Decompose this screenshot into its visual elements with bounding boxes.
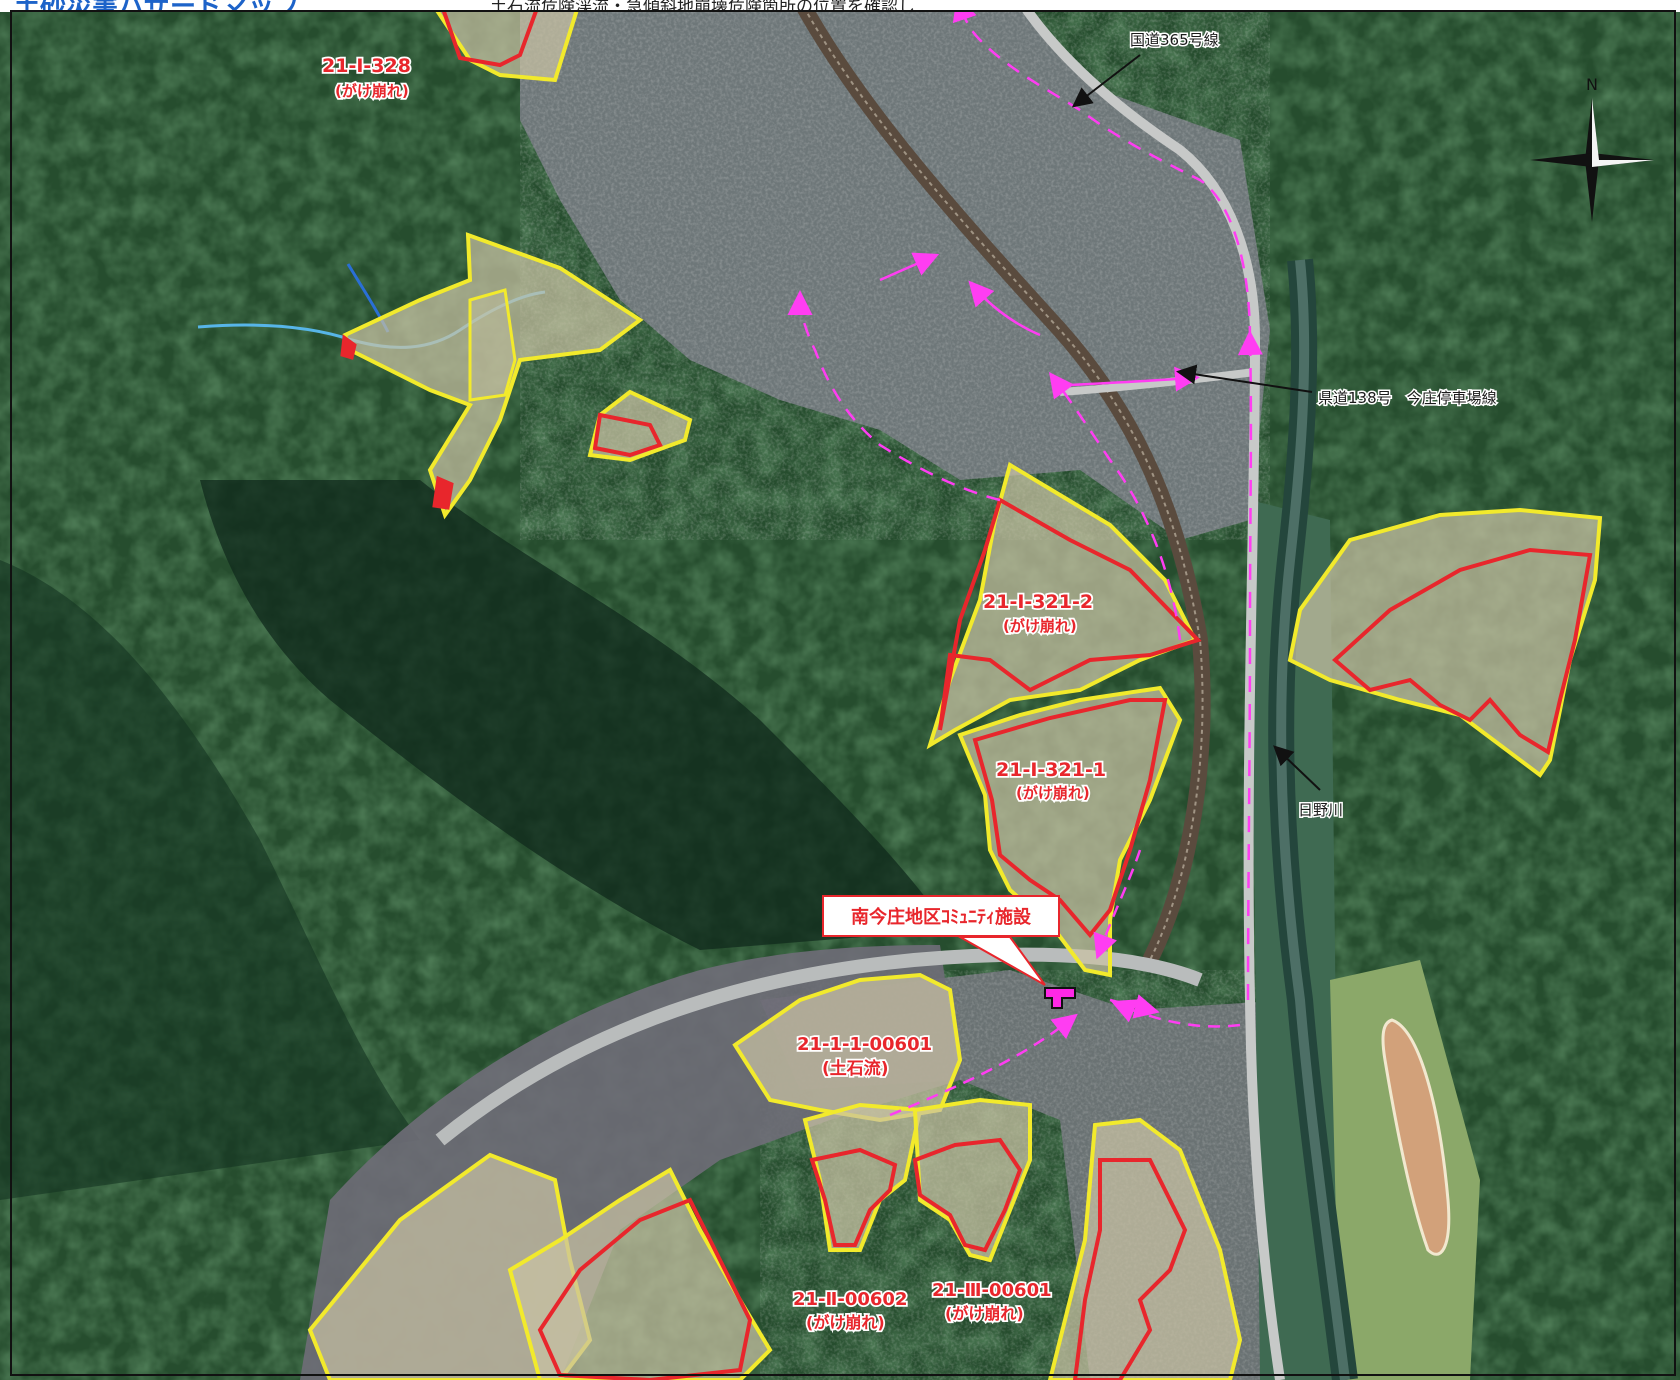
hino-river-label: 日野川 — [1298, 801, 1343, 819]
compass-north-label: N — [1586, 75, 1598, 94]
evacuation-route-facility-east[interactable] — [1109, 994, 1160, 1019]
zone-labels: 21-Ⅰ-328 (がけ崩れ) 21-Ⅰ-321-2 (がけ崩れ) 21-Ⅰ-3… — [320, 53, 1108, 1334]
facility-callout-pointer — [956, 936, 1046, 986]
valley-shadow — [200, 480, 950, 950]
zone-21-i-321-1-warning[interactable] — [957, 685, 1183, 978]
pref138-label: 県道138号 今庄停車場線 — [1318, 389, 1497, 407]
evacuation-routes — [787, 0, 1263, 1117]
zone-type-21-i-321-1: (がけ崩れ) — [1016, 784, 1090, 802]
west-slope-shadow — [0, 560, 420, 1200]
zone-type-21-iii-00601: (がけ崩れ) — [945, 1304, 1024, 1323]
zone-small-special[interactable] — [592, 412, 663, 458]
town-area-texture — [520, 0, 1270, 540]
zone-type-21-i-328: (がけ崩れ) — [335, 82, 409, 100]
facility-marker[interactable] — [1044, 987, 1076, 1009]
zone-nw-special-b[interactable] — [432, 475, 454, 510]
evacuation-route-south-to-facility[interactable] — [889, 1013, 1078, 1117]
zone-21-i-328-warning[interactable] — [427, 0, 583, 83]
zone-21-i-321-1-special[interactable] — [972, 698, 1168, 939]
zone-label-21-i-321-2: 21-Ⅰ-321-2 — [983, 591, 1093, 613]
facility-callout[interactable]: 南今庄地区ｺﾐｭﾆﾃｨ施設 — [822, 895, 1060, 937]
zone-s-special[interactable] — [537, 1197, 753, 1380]
hino-river-water — [1276, 259, 1350, 1380]
park-track — [1381, 1018, 1451, 1256]
zone-type-21-i-321-2: (がけ崩れ) — [1003, 617, 1077, 635]
zone-21-1-1-00601-warning[interactable] — [732, 972, 963, 1123]
map-title: 土砂災害ハザードマップ — [14, 0, 300, 12]
zone-ne-special[interactable] — [1331, 547, 1593, 756]
evacuation-route-north[interactable] — [952, 0, 1252, 341]
zone-21-i-321-2-warning[interactable] — [926, 461, 1198, 750]
zone-21-iii-00601-special[interactable] — [912, 1137, 1023, 1253]
zone-label-21-1-1-00601: 21-1-1-00601 — [797, 1034, 932, 1055]
zone-se-special[interactable] — [1072, 1158, 1188, 1380]
zone-se-warning[interactable] — [1047, 1117, 1243, 1380]
pref-138-road[interactable] — [1059, 368, 1256, 396]
zone-21-i-328-special[interactable] — [437, 0, 543, 68]
zone-label-21-i-328: 21-Ⅰ-328 — [322, 55, 411, 77]
facility-name: 南今庄地区ｺﾐｭﾆﾃｨ施設 — [851, 907, 1031, 928]
evacuation-route-town-west[interactable] — [787, 290, 1001, 502]
zone-21-i-321-2-special[interactable] — [938, 497, 1202, 731]
zone-type-21-ii-00602: (がけ崩れ) — [806, 1313, 885, 1332]
zone-ne-warning[interactable] — [1287, 507, 1603, 778]
zone-label-21-ii-00602: 21-Ⅱ-00602 — [793, 1289, 907, 1310]
zone-label-21-iii-00601: 21-Ⅲ-00601 — [932, 1280, 1052, 1301]
zone-type-21-1-1-00601: (土石流) — [822, 1058, 889, 1079]
route365-leader — [1071, 54, 1141, 108]
evacuation-route-to-facility[interactable] — [1093, 849, 1142, 960]
zone-nw-special-a[interactable] — [340, 334, 357, 360]
compass-rose: N — [1530, 75, 1654, 222]
map-description: 土石流危険渓流・急傾斜地崩壊危険箇所の位置を確認し — [490, 0, 915, 12]
evacuation-route-rail-side[interactable] — [1049, 371, 1182, 641]
zone-21-ii-00602-special[interactable] — [809, 1147, 898, 1247]
evacuation-route-town-mid[interactable] — [968, 280, 1041, 337]
railway-line[interactable] — [792, 0, 1211, 964]
route365-label: 国道365号線 — [1130, 31, 1219, 49]
hazard-zones — [307, 0, 1603, 1380]
pref138-leader — [1176, 364, 1313, 393]
zone-s-warning[interactable] — [507, 1167, 773, 1380]
zone-nw-inner[interactable] — [468, 288, 517, 402]
header-band: 土砂災害ハザードマップ 土石流危険渓流・急傾斜地崩壊危険箇所の位置を確認し — [0, 0, 1680, 12]
evacuation-route-town-north[interactable] — [879, 252, 940, 282]
evacuation-route-river-road[interactable] — [1237, 330, 1263, 1001]
bypass-road[interactable] — [435, 947, 1203, 1146]
route-365-road[interactable] — [1015, 0, 1285, 1380]
river-leader — [1273, 745, 1321, 791]
zone-label-21-i-321-1: 21-Ⅰ-321-1 — [996, 759, 1106, 781]
